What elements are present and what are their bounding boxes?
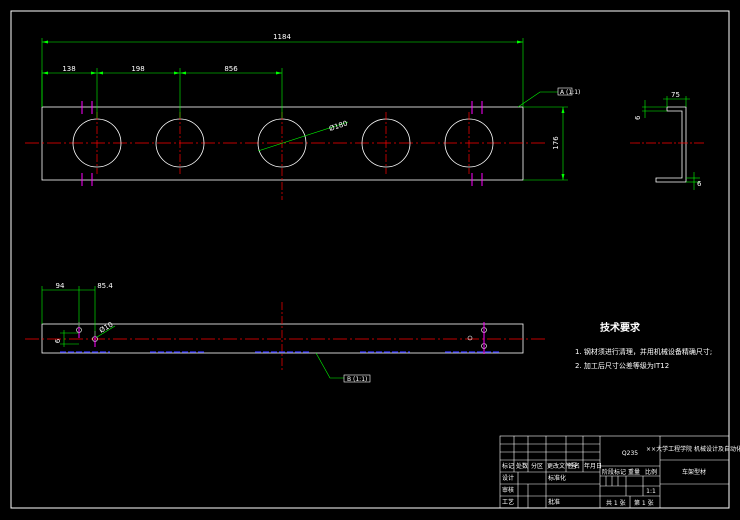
dim-overall-length: 1184 (273, 33, 291, 41)
tech-item-1: 1. 钢材须进行清理，并用机械设备精确尺寸; (575, 347, 712, 356)
tb-label-review: 审核 (502, 486, 514, 494)
bottom-dim-94: 94 (56, 282, 65, 290)
dim-198: 198 (131, 65, 144, 73)
side-dim-75: 75 (671, 91, 680, 99)
tb-label-weight: 重量 (628, 468, 640, 476)
side-profile (655, 106, 687, 183)
tb-label-approve: 批准 (548, 498, 560, 506)
side-dim-6b: 6 (697, 180, 702, 188)
front-plate-outline (41, 106, 524, 181)
tech-item-2: 2. 加工后尺寸公差等级为IT12 (575, 361, 669, 370)
dim-height-176: 176 (552, 136, 560, 150)
front-markers (81, 101, 483, 186)
tech-requirements: 技术要求 1. 钢材须进行清理，并用机械设备精确尺寸; 2. 加工后尺寸公差等级… (575, 321, 712, 370)
front-holes (72, 112, 494, 200)
front-dimensions (41, 38, 568, 181)
dim-138: 138 (62, 65, 75, 73)
tb-label-date: 年月日 (584, 462, 602, 470)
title-block-text: 标记 处数 分区 更改文件号 签名 年月日 设计 标准化 审核 工艺 批准 Q2… (502, 445, 740, 507)
tb-label-design: 设计 (502, 474, 514, 482)
tech-title: 技术要求 (600, 321, 641, 334)
front-view-tag: A (1:1) (560, 89, 580, 96)
tb-label-ratio: 比例 (645, 468, 657, 476)
side-view: 75 6 6 (630, 91, 705, 190)
tb-scale: 1:1 (646, 488, 656, 495)
tb-label-standard: 标准化 (548, 474, 566, 482)
bottom-view-tag: B (1:1) (347, 376, 367, 383)
tb-label-count: 处数 (516, 462, 528, 470)
tb-label-stage: 阶段标记 (602, 468, 626, 476)
bottom-dim-small: 6 (54, 338, 62, 343)
tb-label-mark: 标记 (502, 462, 514, 470)
tb-label-zone: 分区 (531, 462, 543, 470)
front-view: 1184 138 198 856 176 Ø180 A (1:1) (25, 33, 580, 200)
side-dim-6a: 6 (634, 115, 642, 120)
title-block (499, 435, 730, 509)
tb-label-change-doc: 更改文件号 (547, 462, 577, 470)
dim-856: 856 (224, 65, 238, 73)
tb-sheet-no: 第 1 张 (634, 499, 654, 507)
tb-school: ××大学工程学院 机械设计及自动化 (646, 445, 740, 453)
bottom-plate-outline (41, 323, 524, 354)
tb-sheets: 共 1 张 (606, 499, 626, 507)
tb-label-sign: 签名 (568, 462, 580, 470)
bottom-dim-85: 85.4 (97, 282, 113, 290)
tb-label-craft: 工艺 (502, 498, 514, 506)
bottom-view: 94 85.4 Ø10 6 B (1:1) (25, 282, 545, 383)
drawing-frame (10, 10, 730, 509)
tb-material: Q235 (622, 450, 638, 457)
tb-part-name: 车架型材 (682, 468, 706, 476)
